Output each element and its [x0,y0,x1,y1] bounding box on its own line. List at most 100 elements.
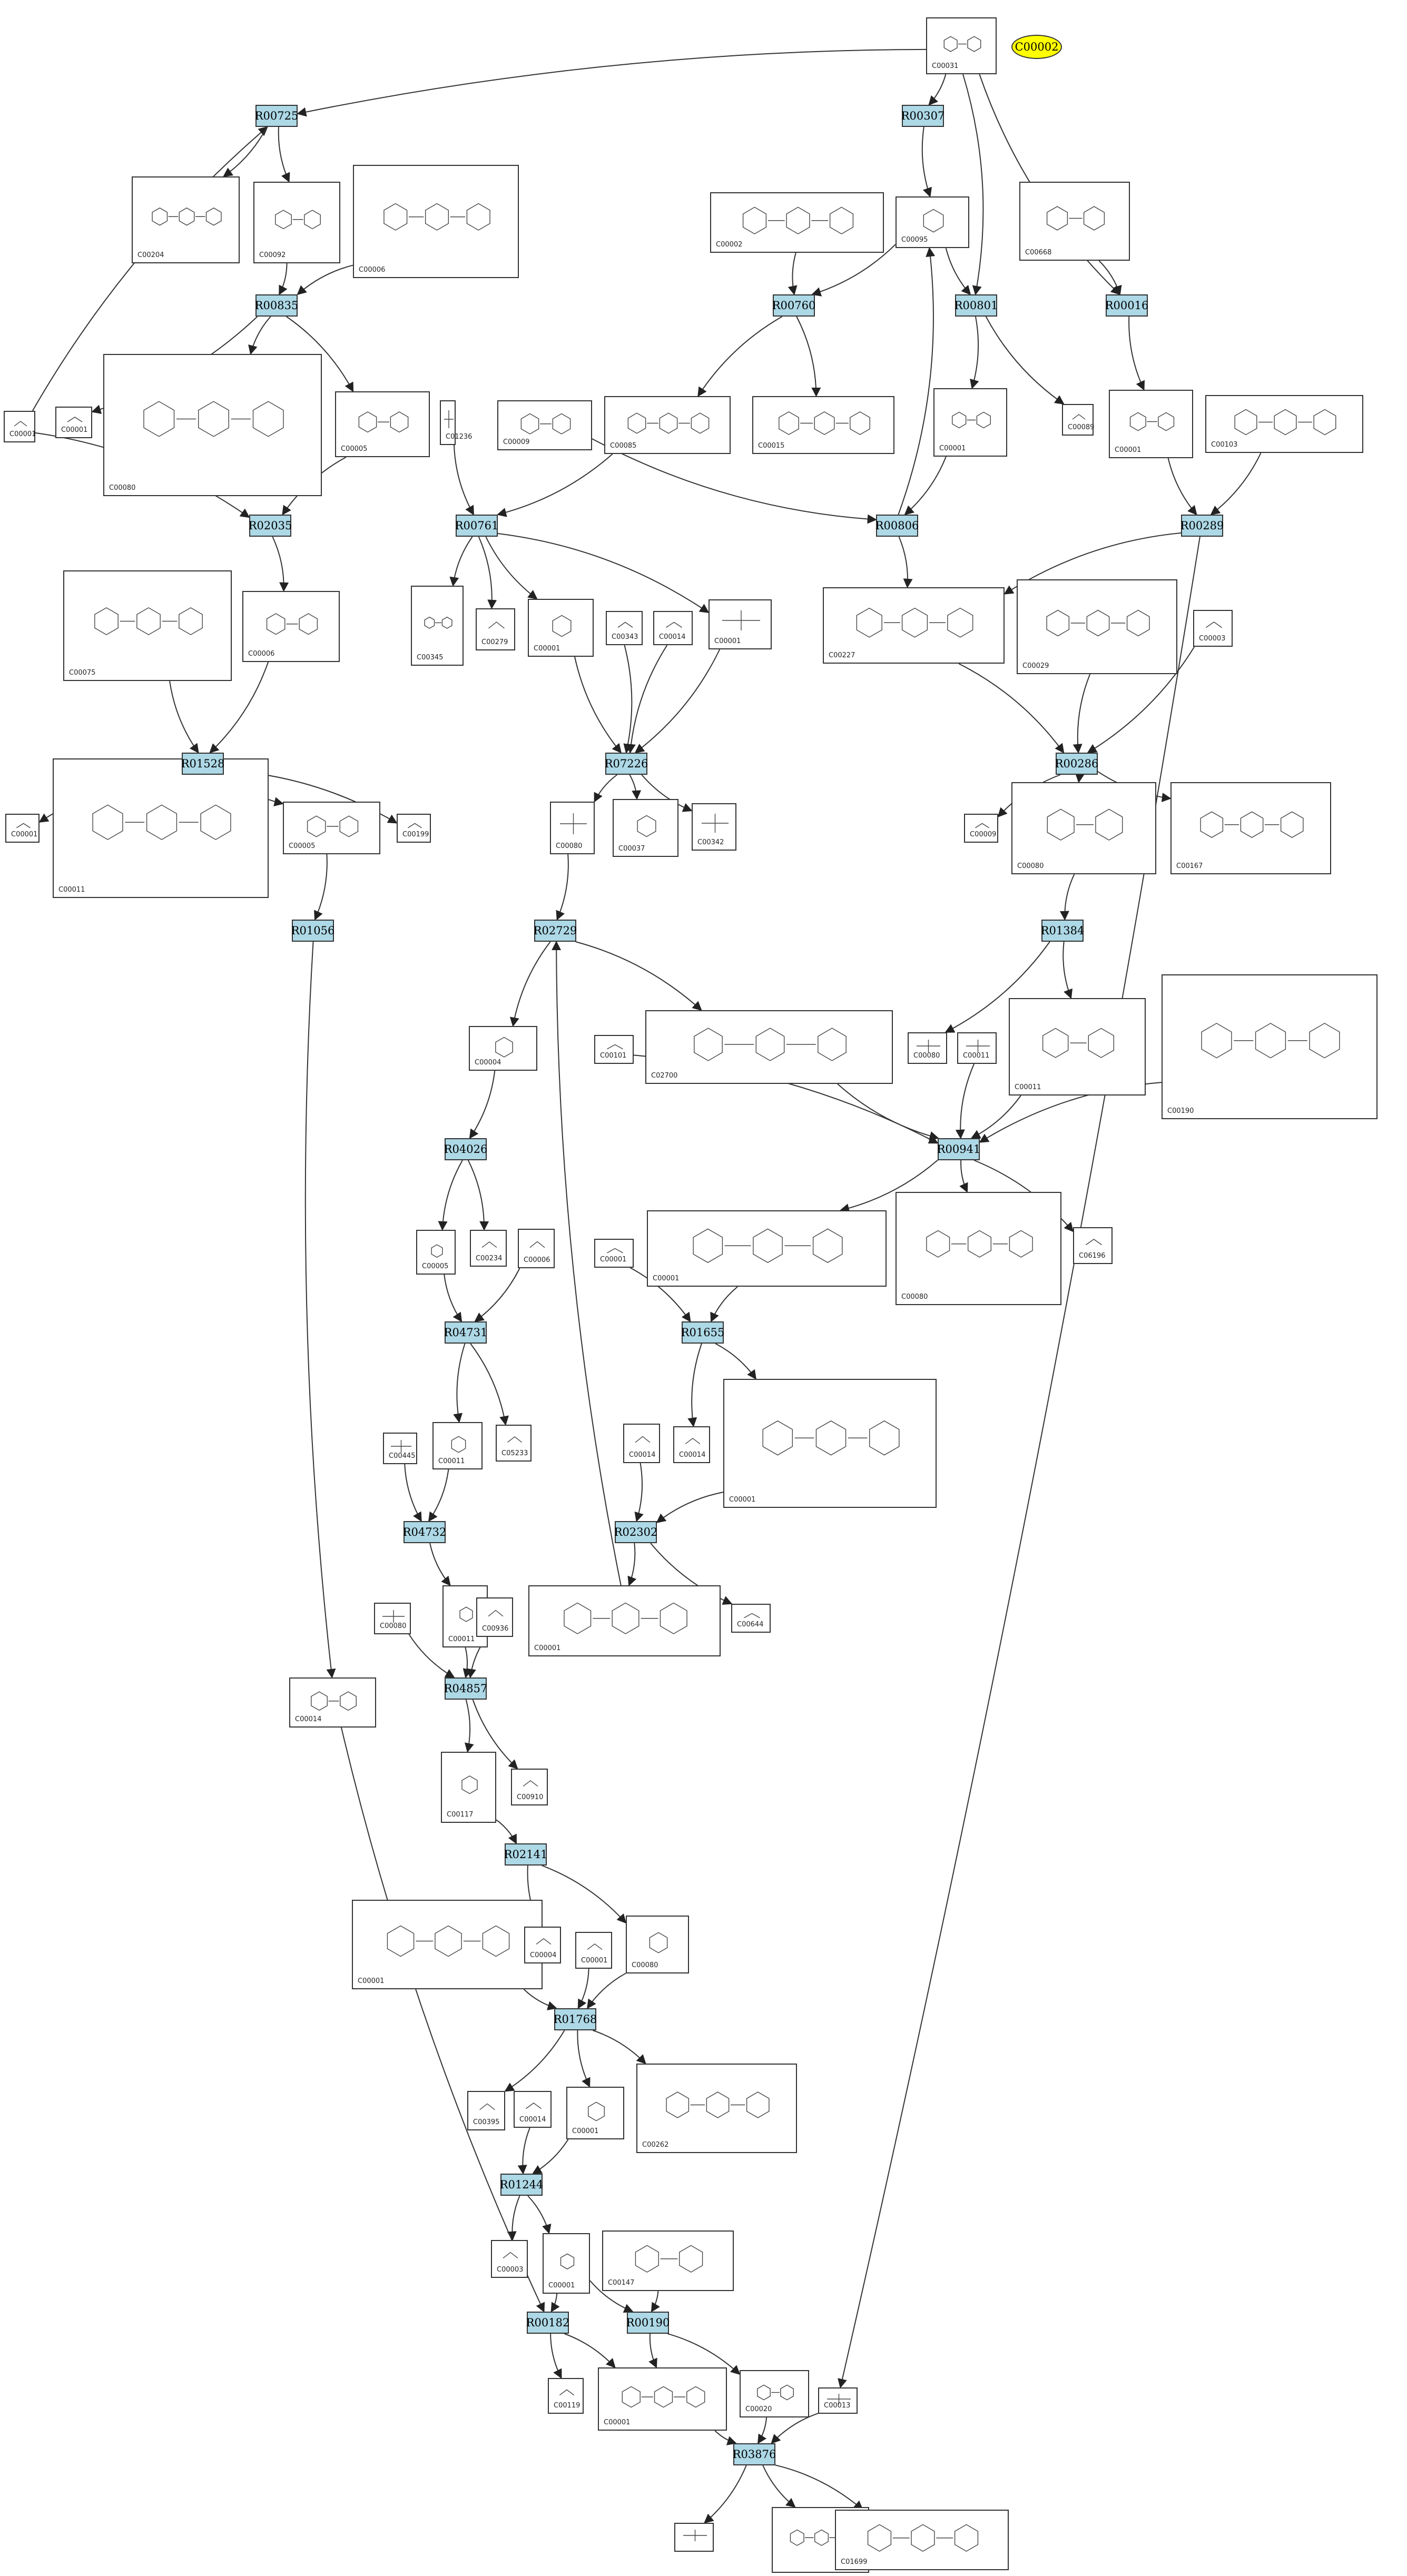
reaction-node[interactable]: R04732 [403,1521,446,1543]
reaction-node[interactable]: R04731 [444,1321,487,1344]
reaction-node[interactable]: R00806 [875,515,919,537]
compound-box[interactable]: C00002 [710,192,884,253]
compound-box[interactable]: C00089 [1062,404,1094,436]
compound-box[interactable]: C00037 [613,799,678,857]
compound-box[interactable]: C00227 [823,587,1005,664]
reaction-node[interactable]: R00182 [526,2312,569,2334]
compound-box[interactable]: C00003 [491,2240,528,2278]
compound-box[interactable]: C00006 [353,165,519,278]
compound-box[interactable]: C00015 [752,396,894,454]
compound-box[interactable]: C00014 [289,1677,376,1728]
compound-box[interactable]: C00279 [476,608,515,650]
compound-box[interactable]: C00005 [335,391,430,457]
compound-box[interactable]: C06196 [1073,1227,1113,1264]
compound-box[interactable]: C00001 [575,1932,612,1969]
compound-box[interactable]: C00080 [103,354,322,496]
compound-box[interactable]: C00011 [1009,998,1146,1095]
reaction-node[interactable]: R00760 [772,294,815,317]
compound-box[interactable]: C00167 [1170,782,1331,874]
compound-box[interactable]: C00080 [1011,782,1156,874]
compound-box[interactable]: C00001 [543,2233,590,2294]
compound-box[interactable]: C00009 [497,400,592,450]
reaction-node[interactable]: R00941 [937,1138,980,1160]
compound-box[interactable]: C00006 [518,1229,555,1268]
compound-box[interactable]: C00095 [896,196,969,248]
compound-box[interactable]: C00014 [653,611,693,645]
compound-box[interactable]: C00014 [514,2091,552,2128]
reaction-node[interactable]: R00801 [955,294,998,317]
compound-box[interactable]: C00001 [4,411,36,442]
compound-box[interactable]: C00005 [283,802,380,854]
compound-box[interactable]: C00001 [528,1585,721,1656]
compound-box[interactable]: C00117 [441,1752,496,1823]
compound-box[interactable]: C00001 [933,388,1007,457]
compound-box[interactable] [674,2523,714,2552]
reaction-node[interactable]: R02302 [614,1521,657,1543]
compound-box[interactable]: C00080 [626,1916,689,1973]
reaction-node[interactable]: R00286 [1055,753,1098,775]
compound-box[interactable]: C00001 [598,2367,727,2431]
compound-box[interactable]: C00013 [818,2387,858,2414]
reaction-node[interactable]: R01056 [291,920,334,942]
compound-box[interactable]: C00395 [467,2091,505,2130]
compound-box[interactable]: C00342 [692,803,736,851]
compound-box[interactable]: C00345 [411,586,464,666]
compound-box[interactable]: C00101 [594,1035,634,1064]
compound-box[interactable]: C00006 [242,591,340,662]
compound-box[interactable]: C00103 [1205,395,1363,453]
compound-box[interactable]: C00001 [594,1239,634,1268]
compound-box[interactable]: C00343 [606,611,643,645]
compound-box[interactable]: C00011 [53,758,269,898]
compound-box[interactable]: C00199 [397,814,431,843]
reaction-node[interactable]: R07226 [605,753,648,775]
reaction-node[interactable]: R02729 [534,920,577,942]
reaction-node[interactable]: R01768 [554,2008,597,2030]
compound-box[interactable]: C00011 [957,1032,997,1064]
compound-box[interactable]: C00234 [470,1230,507,1267]
compound-box[interactable]: C00009 [964,814,998,843]
reaction-node[interactable]: R00289 [1180,515,1224,537]
compound-box[interactable]: C00001 [566,2087,624,2139]
compound-box[interactable]: C00075 [63,570,232,681]
compound-box[interactable]: C00014 [673,1426,710,1463]
compound-box[interactable]: C00445 [383,1433,417,1464]
reaction-node[interactable]: R00835 [255,294,298,317]
compound-box[interactable]: C00001 [709,599,772,649]
compound-box[interactable]: C00014 [623,1424,660,1463]
compound-box[interactable]: C00080 [374,1603,411,1634]
compound-box[interactable]: C01699 [835,2510,1009,2570]
compound-box[interactable]: C00001 [647,1210,887,1287]
reaction-node[interactable]: R00190 [626,2312,670,2334]
reaction-node[interactable]: R01655 [681,1321,724,1344]
compound-box[interactable]: C00001 [352,1900,543,1989]
compound-box[interactable]: C02700 [645,1010,893,1084]
reaction-node[interactable]: R01244 [500,2174,543,2196]
compound-box[interactable]: C00001 [1109,390,1193,458]
compound-box[interactable]: C00080 [550,802,595,854]
compound-box[interactable]: C00001 [528,599,594,657]
compound-box[interactable]: C00190 [1162,974,1378,1119]
compound-box[interactable]: C00910 [511,1769,548,1805]
compound-box[interactable]: C00262 [636,2064,797,2153]
compound-box[interactable]: C00003 [1193,610,1233,647]
compound-box[interactable]: C00668 [1019,182,1130,261]
reaction-node[interactable]: R00307 [901,105,944,127]
compound-box[interactable]: C00029 [1017,579,1177,674]
reaction-node[interactable]: R00016 [1105,294,1148,317]
compound-box[interactable]: C00011 [432,1422,483,1469]
compound-box[interactable]: C00644 [731,1604,771,1633]
compound-box[interactable]: C00001 [723,1379,937,1508]
compound-box[interactable]: C05233 [496,1425,532,1462]
compound-box[interactable]: C00092 [253,182,340,263]
reaction-node[interactable]: R04026 [444,1138,487,1160]
reaction-node[interactable]: R00761 [455,515,498,537]
compound-box[interactable]: C00080 [896,1192,1061,1305]
compound-box[interactable]: C00936 [476,1597,513,1637]
compound-box[interactable]: C00031 [926,17,997,74]
reaction-node[interactable]: R03876 [733,2443,776,2465]
compound-box[interactable]: C00119 [548,2378,584,2414]
reaction-node[interactable]: R02035 [249,515,292,537]
compound-box[interactable]: C00004 [469,1026,537,1071]
reaction-node[interactable]: R04857 [444,1677,487,1700]
compound-box[interactable]: C00001 [55,407,92,438]
